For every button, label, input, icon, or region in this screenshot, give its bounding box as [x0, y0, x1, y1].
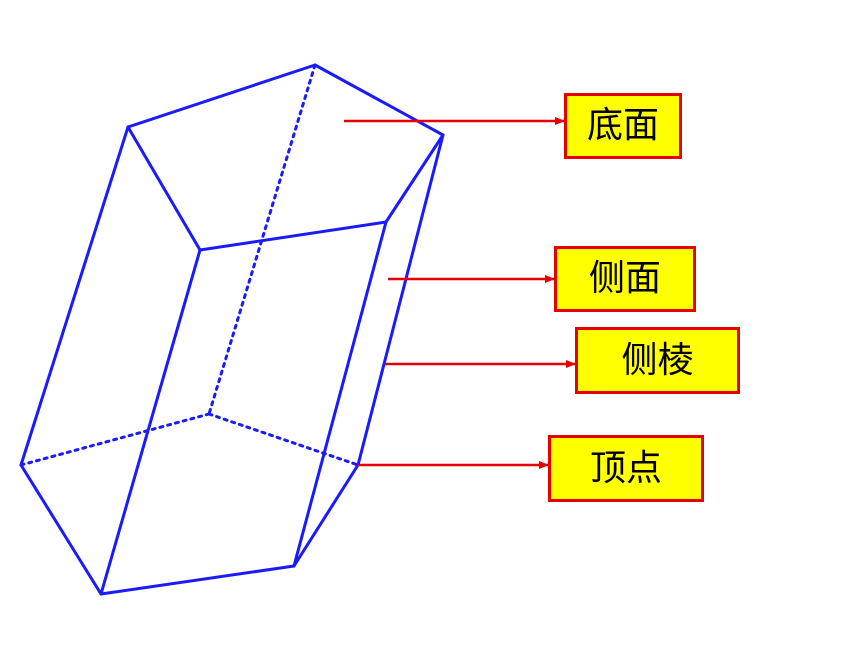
top-edge-4: [198, 220, 388, 252]
hidden-lateral-edge: [207, 63, 317, 416]
bottom-edge-2: [99, 564, 296, 596]
lateral-edge-1: [19, 125, 130, 467]
label-lateral-face: 侧面: [554, 246, 696, 312]
lateral-edge-2: [99, 248, 202, 596]
hidden-bottom-edge-2: [207, 412, 360, 467]
lateral-edge-4: [356, 133, 445, 467]
hidden-bottom-edge-1: [19, 412, 211, 467]
bottom-edge-3: [292, 463, 360, 568]
label-lateral-edge: 侧棱: [575, 327, 740, 394]
bottom-edge-1: [19, 463, 103, 596]
prism-hidden-edges: [19, 63, 360, 467]
top-edge-1: [126, 63, 317, 129]
label-vertex: 顶点: [548, 435, 704, 502]
lateral-edge-3: [292, 220, 388, 568]
label-base: 底面: [564, 93, 682, 159]
top-edge-2: [313, 63, 445, 137]
pointer-arrows: [344, 117, 576, 469]
top-edge-5: [126, 125, 202, 252]
prism-solid-edges: [19, 63, 445, 596]
top-edge-3: [384, 133, 445, 224]
